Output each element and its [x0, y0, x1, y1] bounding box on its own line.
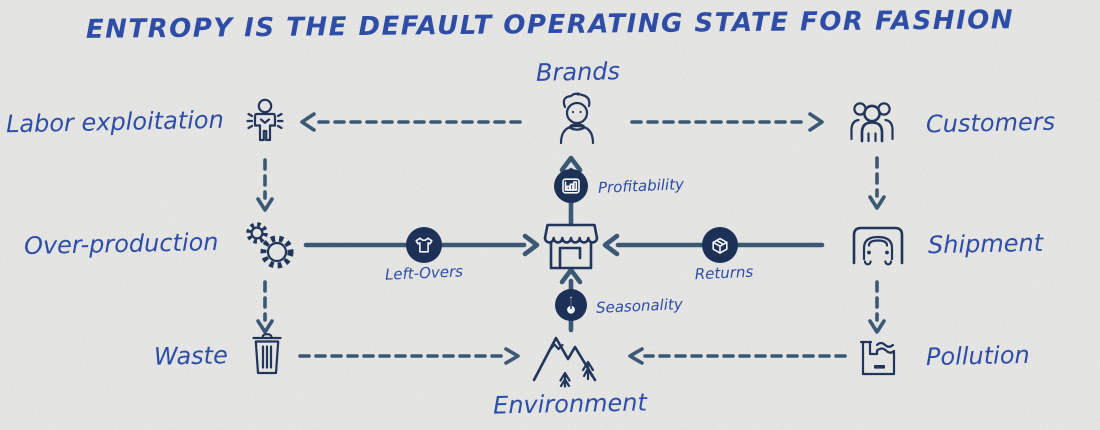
t-shirt-icon [415, 237, 433, 253]
worker-icon [246, 98, 284, 142]
package-icon [712, 237, 728, 254]
storefront-icon [543, 223, 599, 270]
profitability-badge [554, 169, 588, 203]
arrow-labor-to-overproduction [256, 158, 274, 212]
arrow-brands-to-customers [630, 112, 824, 132]
trash-can-icon [252, 333, 282, 375]
seasonality-badge [555, 289, 587, 321]
bar-chart-icon [562, 178, 580, 194]
factory-icon [859, 340, 896, 376]
arrow-customers-to-shipment [868, 156, 886, 210]
arrow-pollution-to-environment [628, 347, 847, 365]
thermometer-icon [567, 296, 575, 314]
beret-person-icon [559, 92, 595, 145]
gears-icon [246, 222, 294, 269]
left-overs-badge [406, 227, 442, 263]
returns-badge [702, 227, 738, 263]
arrow-overproduction-to-waste [256, 280, 274, 334]
arrow-brands-to-labor [300, 112, 522, 132]
mountain-icon [532, 336, 597, 388]
customers-group-icon [850, 102, 894, 143]
delivery-truck-icon [852, 226, 904, 266]
arrow-shipment-to-pollution [868, 280, 886, 334]
arrow-waste-to-environment [298, 347, 520, 365]
